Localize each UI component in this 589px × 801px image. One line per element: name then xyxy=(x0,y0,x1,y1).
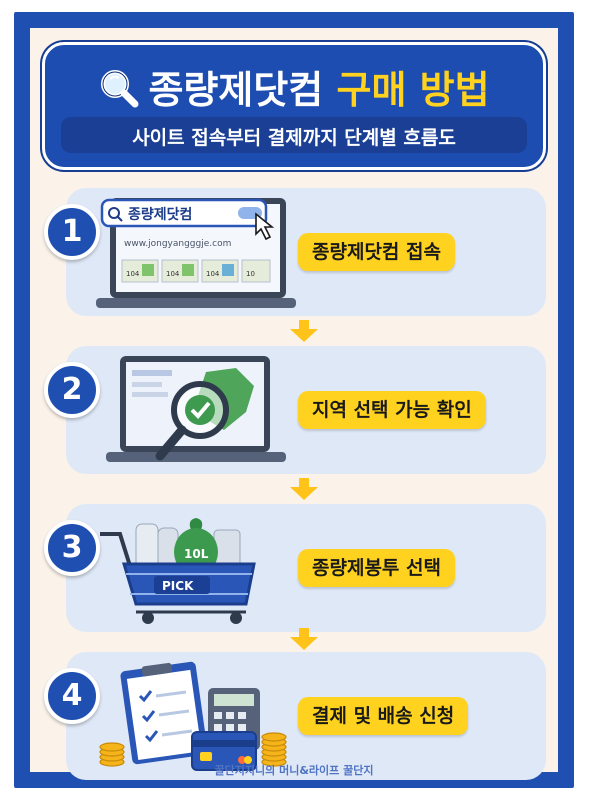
step-2-card: 2 지역 선택 가능 확인 xyxy=(44,346,546,474)
poster-body: 종량제닷컴 구매 방법 사이트 접속부터 결제까지 단계별 흐름도 1 종량제닷… xyxy=(30,28,558,780)
product-code-1: 104 xyxy=(126,270,140,278)
step-number-badge: 1 xyxy=(44,204,100,260)
url-text: www.jongyangggje.com xyxy=(124,239,231,249)
step-1-card: 1 종량제닷컴 www.jongyangggje.com 104 xyxy=(44,188,546,316)
header-banner: 종량제닷컴 구매 방법 사이트 접속부터 결제까지 단계별 흐름도 xyxy=(42,42,546,170)
search-field-text: 종량제닷컴 xyxy=(128,206,192,223)
product-code-2: 104 xyxy=(166,270,180,278)
step-number-badge: 2 xyxy=(44,362,100,418)
step-3-card: 3 10L PICK xyxy=(44,504,546,632)
down-arrow-icon xyxy=(290,478,318,500)
credit-card-icon xyxy=(191,731,257,771)
product-code-4: 10 xyxy=(246,270,255,278)
shopping-cart-icon: 10L PICK xyxy=(96,510,296,628)
step-4-card: 4 xyxy=(44,652,546,780)
map-check-icon xyxy=(96,352,296,470)
clipboard-icon xyxy=(120,661,208,765)
page-subtitle: 사이트 접속부터 결제까지 단계별 흐름도 xyxy=(132,127,456,149)
step-label: 결제 및 배송 신청 xyxy=(298,697,469,735)
product-code-3: 104 xyxy=(206,270,220,278)
step-label: 종량제닷컴 접속 xyxy=(298,233,455,271)
coins-icon xyxy=(99,732,287,767)
down-arrow-icon xyxy=(290,320,318,342)
magnifier-icon xyxy=(98,67,140,118)
bag-volume-text: 10L xyxy=(184,547,209,561)
down-arrow-icon xyxy=(290,628,318,650)
title-accent: 구매 방법 xyxy=(336,68,490,112)
infographic-poster: 종량제닷컴 구매 방법 사이트 접속부터 결제까지 단계별 흐름도 1 종량제닷… xyxy=(14,12,574,788)
laptop-icon: 종량제닷컴 www.jongyangggje.com 104 104 104 1… xyxy=(96,194,296,312)
footer-watermark: 꿀단지지니의 머니&라이프 꿀단지 xyxy=(214,764,374,777)
step-label: 종량제봉투 선택 xyxy=(298,549,455,587)
step-number-badge: 3 xyxy=(44,520,100,576)
page-title: 종량제닷컴 구매 방법 xyxy=(45,59,543,118)
payment-illustration xyxy=(96,658,296,776)
cart-tag-text: PICK xyxy=(162,579,194,593)
step-number-badge: 4 xyxy=(44,668,100,724)
step-label: 지역 선택 가능 확인 xyxy=(298,391,486,429)
title-main: 종량제닷컴 xyxy=(148,68,324,112)
cursor-icon xyxy=(255,212,275,241)
subtitle-bar: 사이트 접속부터 결제까지 단계별 흐름도 xyxy=(61,117,527,153)
